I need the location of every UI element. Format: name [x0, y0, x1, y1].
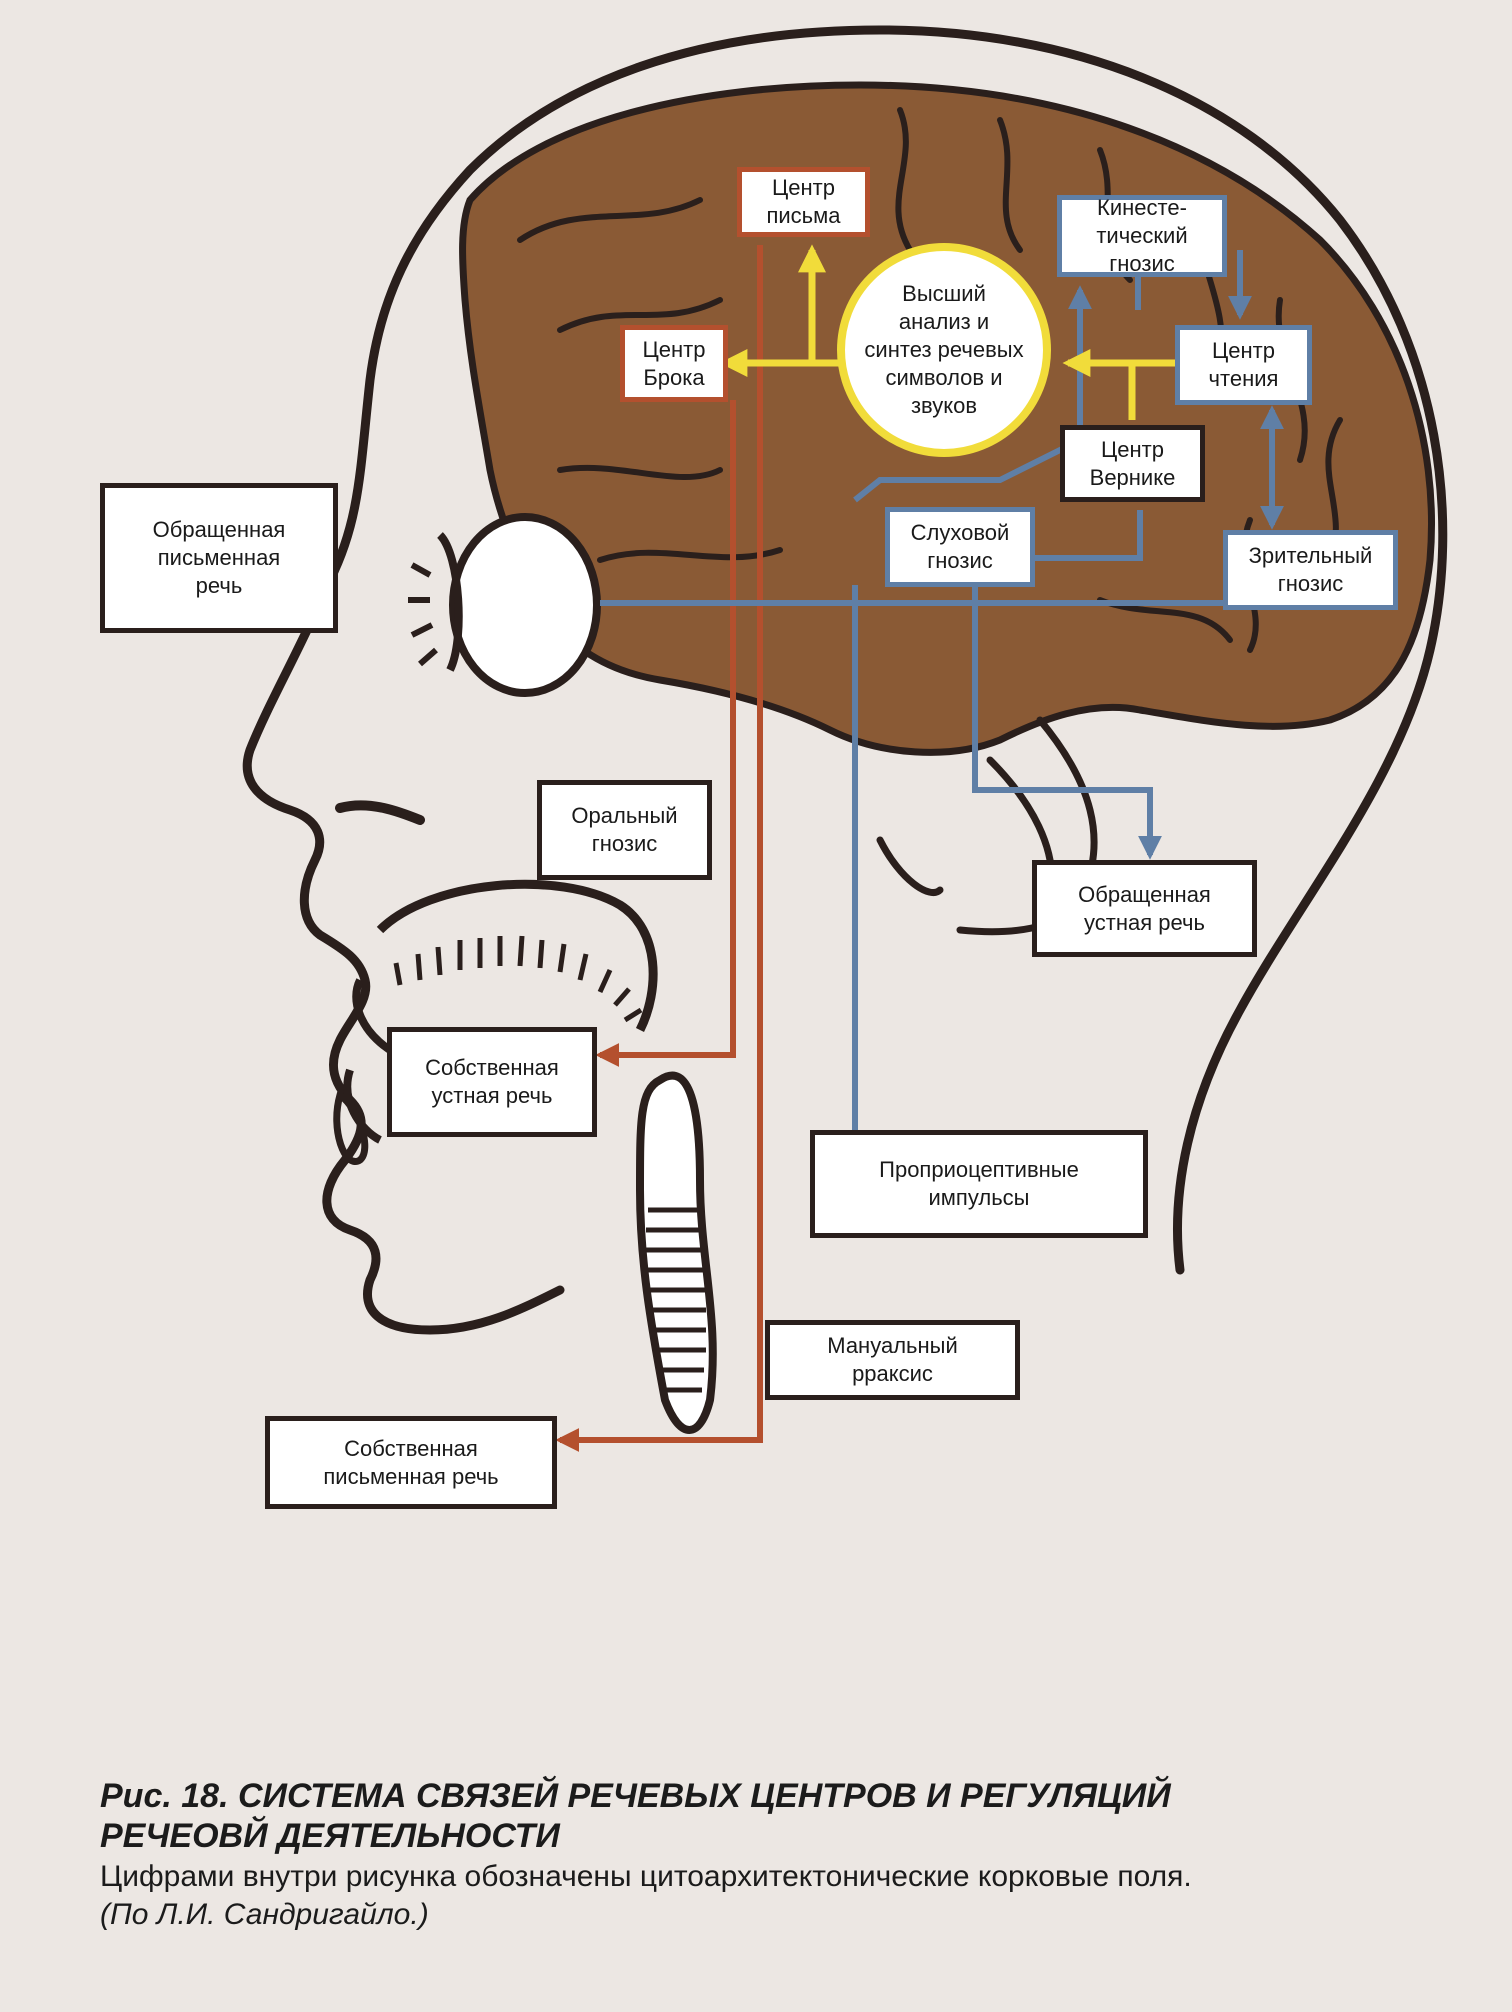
figure-caption: Рис. 18. СИСТЕМА СВЯЗЕЙ РЕЧЕВЫХ ЦЕНТРОВ …: [100, 1776, 1480, 1934]
inverted-oral-speech-box: Обращенная устная речь: [1032, 860, 1257, 957]
eye: [408, 517, 597, 693]
broca-center-label: Центр Брока: [643, 336, 706, 392]
proprioceptive-impulses-box: Проприоцептивные импульсы: [810, 1130, 1148, 1238]
writing-center-label: Центр письма: [766, 174, 840, 230]
own-oral-speech-box: Собственная устная речь: [387, 1027, 597, 1137]
larynx: [640, 1076, 713, 1430]
broca-center-box: Центр Брока: [620, 325, 728, 402]
higher-analysis-label: Высший анализ и синтез речевых символов …: [864, 280, 1023, 420]
oral-gnosis-box: Оральный гнозис: [537, 780, 712, 880]
visual-gnosis-box: Зрительный гнозис: [1223, 530, 1398, 610]
reading-center-box: Центр чтения: [1175, 325, 1312, 405]
manual-praxis-box: Мануальный pраксис: [765, 1320, 1020, 1400]
higher-analysis-circle: Высший анализ и синтез речевых символов …: [837, 243, 1051, 457]
manual-praxis-label: Мануальный pраксис: [827, 1332, 958, 1388]
reading-center-label: Центр чтения: [1209, 337, 1279, 393]
inverted-oral-speech-label: Обращенная устная речь: [1078, 881, 1211, 937]
own-written-speech-label: Собственная письменная речь: [323, 1435, 498, 1491]
own-oral-speech-label: Собственная устная речь: [425, 1054, 559, 1110]
caption-text: Цифрами внутри рисунка обозначены цитоар…: [100, 1858, 1480, 1896]
own-written-speech-box: Собственная письменная речь: [265, 1416, 557, 1509]
oral-gnosis-label: Оральный гнозис: [571, 802, 677, 858]
nostril: [340, 805, 420, 820]
wernicke-center-label: Центр Вернике: [1090, 436, 1176, 492]
auditory-gnosis-label: Слуховой гнозис: [911, 519, 1010, 575]
inverted-written-speech-box: Обращенная письменная речь: [100, 483, 338, 633]
inverted-written-speech-label: Обращенная письменная речь: [153, 516, 286, 600]
caption-title: Рис. 18. СИСТЕМА СВЯЗЕЙ РЕЧЕВЫХ ЦЕНТРОВ …: [100, 1776, 1480, 1856]
visual-gnosis-label: Зрительный гнозис: [1249, 542, 1373, 598]
wernicke-center-box: Центр Вернике: [1060, 425, 1205, 502]
caption-author: (По Л.И. Сандригайло.): [100, 1896, 1480, 1934]
writing-center-box: Центр письма: [737, 167, 870, 237]
kinesthetic-gnosis-box: Кинесте- тический гнозис: [1057, 195, 1227, 277]
proprioceptive-impulses-label: Проприоцептивные импульсы: [879, 1156, 1079, 1212]
kinesthetic-gnosis-label: Кинесте- тический гнозис: [1096, 194, 1187, 278]
auditory-gnosis-box: Слуховой гнозис: [885, 507, 1035, 587]
